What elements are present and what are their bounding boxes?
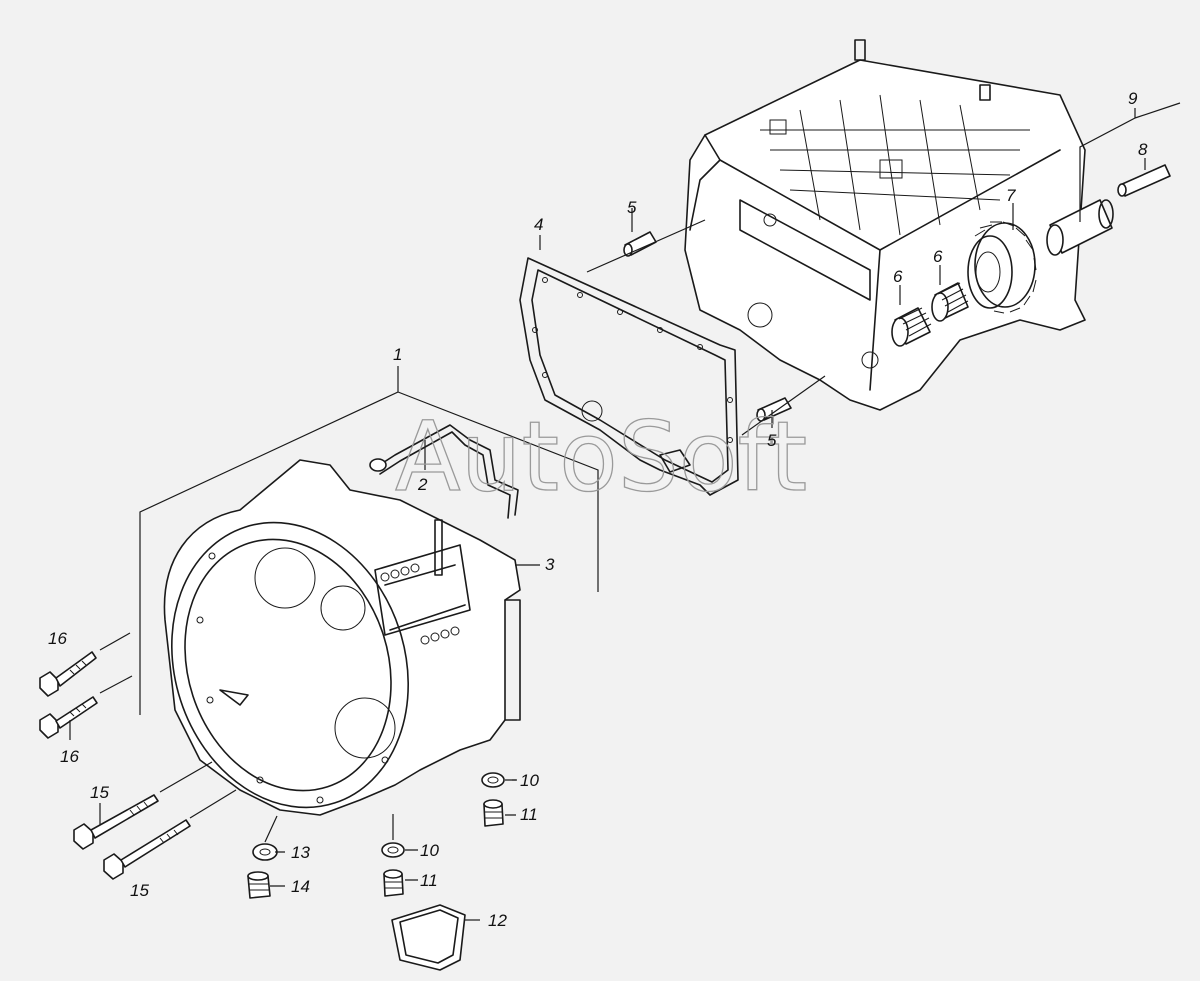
washer-10-right xyxy=(481,772,505,788)
watermark-text: AutoSoft xyxy=(395,401,807,513)
callout-12: 12 xyxy=(488,911,507,930)
callout-10-right: 10 xyxy=(520,771,539,790)
bolt-15-lower xyxy=(103,819,191,880)
callout-3: 3 xyxy=(545,555,555,574)
callout-11-right: 11 xyxy=(520,805,538,824)
washer-13 xyxy=(252,843,278,861)
callout-1: 1 xyxy=(393,345,402,364)
callout-16-upper: 16 xyxy=(48,629,67,648)
needle-bearing-right xyxy=(931,282,969,322)
bolt-16-lower xyxy=(39,696,98,739)
washer-10-left xyxy=(381,842,405,858)
clutch-housing xyxy=(163,459,521,816)
callout-8: 8 xyxy=(1138,140,1148,159)
bolt-16-upper xyxy=(39,651,97,697)
callout-15-lower: 15 xyxy=(130,881,149,900)
callout-7: 7 xyxy=(1006,186,1016,205)
gasket xyxy=(519,257,739,496)
plug-11-left xyxy=(383,869,404,897)
callout-16-lower: 16 xyxy=(60,747,79,766)
sleeve xyxy=(1046,199,1114,256)
callout-9: 9 xyxy=(1128,89,1138,108)
gear xyxy=(967,221,1037,314)
plug-11-right xyxy=(483,799,504,827)
callout-14: 14 xyxy=(291,877,310,896)
callout-2: 2 xyxy=(417,475,428,494)
dowel-pin-lower xyxy=(756,397,792,422)
callout-4: 4 xyxy=(534,215,543,234)
callout-13: 13 xyxy=(291,843,310,862)
plug-14 xyxy=(247,871,271,899)
gearbox-housing xyxy=(684,39,1086,411)
breather-tube xyxy=(369,424,519,519)
callout-10-left: 10 xyxy=(420,841,439,860)
bolt-15-upper xyxy=(73,794,159,850)
cover-plate xyxy=(391,904,466,971)
callout-5-upper: 5 xyxy=(627,198,637,217)
callout-5-lower: 5 xyxy=(767,431,777,450)
callout-15-upper: 15 xyxy=(90,783,109,802)
callout-6-right: 6 xyxy=(933,247,943,266)
needle-bearing-left xyxy=(891,307,932,347)
callout-11-left: 11 xyxy=(420,871,438,890)
shaft-pin xyxy=(1117,164,1171,197)
leader-lines xyxy=(69,102,1181,921)
callout-6-left: 6 xyxy=(893,267,903,286)
callout-labels: 1 2 3 4 5 5 6 6 7 8 9 10 10 11 11 12 13 … xyxy=(48,89,1148,930)
